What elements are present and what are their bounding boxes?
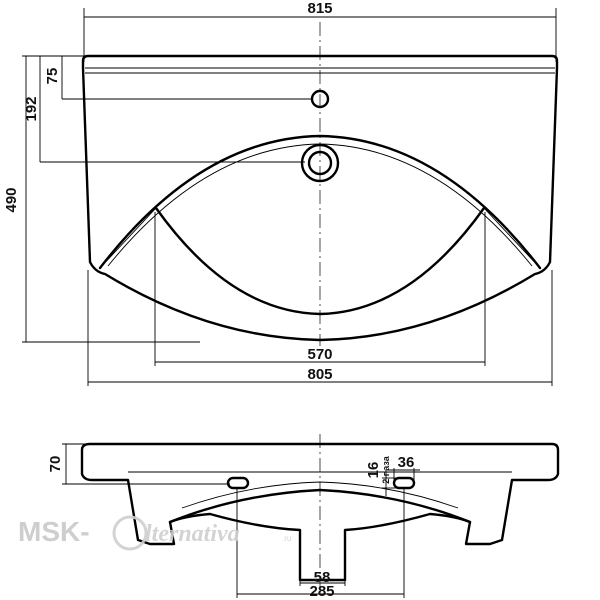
side-view: 70 36 16 2 паза — [47, 434, 560, 600]
dim-label-490: 490 — [3, 187, 20, 212]
faucet-hole — [310, 89, 330, 109]
dim-label-285: 285 — [309, 583, 334, 600]
dimension-70: 70 — [47, 443, 230, 485]
dim-label-815: 815 — [307, 0, 332, 17]
slot-count-label: 2 паза — [381, 455, 391, 483]
basin-profile-inner — [181, 481, 459, 509]
dim-label-58: 58 — [314, 569, 331, 586]
dimension-192: 192 — [23, 56, 305, 163]
overflow-slot-right — [392, 476, 416, 490]
dimension-75: 75 — [44, 56, 312, 100]
dim-label-36: 36 — [398, 454, 415, 471]
dimension-36: 36 — [388, 454, 420, 480]
watermark-a-icon — [112, 515, 148, 551]
top-view: 815 490 192 75 — [3, 0, 559, 386]
basin-upper-arc — [98, 134, 542, 270]
watermark-prefix: MSK- — [18, 516, 90, 547]
dim-label-70: 70 — [47, 456, 64, 473]
watermark-brand: lternativa — [145, 521, 240, 547]
dimension-570: 570 — [154, 212, 486, 366]
dim-label-570: 570 — [307, 346, 332, 363]
basin-left-edge — [99, 207, 157, 269]
dimension-815: 815 — [83, 0, 557, 62]
basin-profile-arc — [168, 488, 472, 524]
dimension-58: 58 — [299, 569, 346, 586]
dim-label-192: 192 — [23, 96, 40, 121]
dimension-16: 16 2 паза — [365, 455, 396, 496]
basin-lower-arc — [154, 206, 486, 316]
watermark-logo: MSK- lternativa .ru — [18, 515, 291, 551]
drain-outer — [300, 143, 340, 183]
overflow-slot-left — [226, 476, 250, 490]
dim-label-16: 16 — [365, 462, 382, 479]
sink-outline-top — [81, 54, 559, 342]
drain-inner — [307, 150, 333, 176]
dimension-490: 490 — [3, 55, 200, 343]
dimension-805: 805 — [87, 270, 553, 386]
watermark-domain: .ru — [282, 534, 291, 543]
dimension-285: 285 — [236, 488, 405, 600]
dim-label-75: 75 — [44, 68, 61, 85]
dim-label-805: 805 — [307, 366, 332, 383]
basin-right-edge — [483, 207, 541, 269]
